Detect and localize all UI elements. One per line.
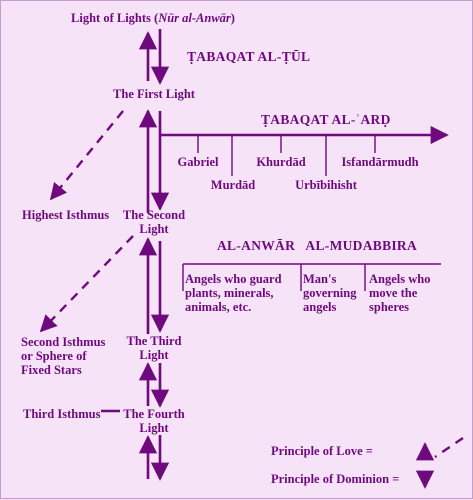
fourth-light-label: The Fourth Light: [123, 407, 185, 435]
second-isthmus-label: Second Isthmus or Sphere of Fixed Stars: [21, 335, 106, 377]
archetype-murdad: Murdād: [210, 178, 256, 192]
archetype-urbibihisht: Urbībihisht: [295, 178, 357, 192]
archetype-isfandarmudh: Isfandārmudh: [341, 155, 419, 169]
light-of-lights-label: Light of Lights (Nūr al-Anwār): [71, 11, 235, 25]
legend-dominion-label: Principle of Dominion =: [271, 472, 400, 486]
dashed-to-second-isthmus: [39, 235, 134, 333]
tabaqat-al-tul-heading: ṬABAQAT AL-ṬŪL: [187, 49, 311, 64]
legend-love-label: Principle of Love =: [271, 444, 373, 458]
al-anwar-al-mudabbira-heading: AL-ANWĀR AL-MUDABBIRA: [217, 238, 418, 253]
legend-dashed-love: [434, 437, 464, 458]
third-isthmus-label: Third Isthmus: [23, 407, 101, 421]
dashed-to-highest-isthmus: [49, 110, 124, 201]
first-light-label: The First Light: [113, 87, 195, 101]
tabaqat-al-ard-heading: ṬABAQAT AL-ʿARḌ: [261, 112, 391, 127]
archetype-khurdad: Khurdād: [256, 155, 306, 169]
highest-isthmus-label: Highest Isthmus: [22, 208, 110, 222]
third-light-label: The Third Light: [126, 334, 182, 362]
second-light-label: The Second Light: [122, 208, 186, 236]
governing-mans-angels: Man's governing angels: [303, 272, 357, 314]
nur-al-anwar-italic: Nūr al-Anwār: [158, 11, 231, 25]
governing-plants-minerals: Angels who guard plants, minerals, anima…: [185, 272, 282, 314]
archetype-gabriel: Gabriel: [177, 155, 219, 169]
governing-sphere-movers: Angels who move the spheres: [369, 272, 431, 314]
